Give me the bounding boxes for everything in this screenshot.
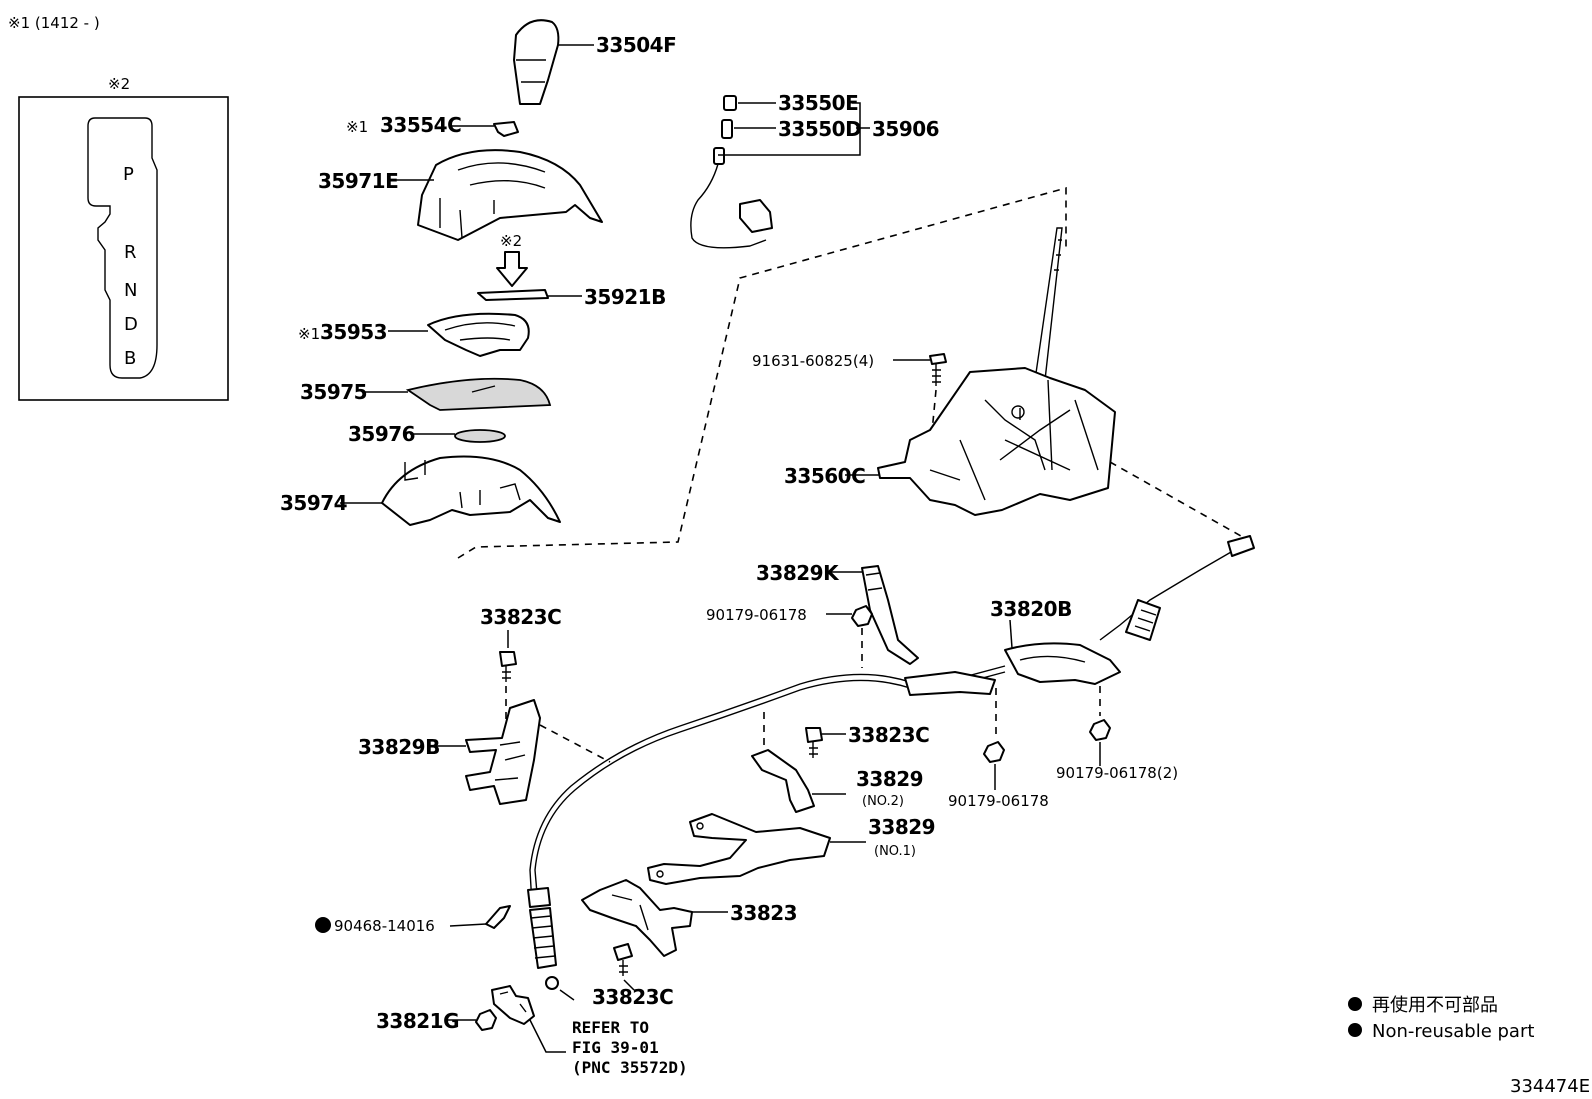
clip-90468-14016: 90468-14016 (315, 905, 511, 935)
refer-note: REFER TO FIG 39-01 (PNC 35572D) (572, 1018, 688, 1077)
arrow-mark: ※2 (500, 232, 522, 250)
label-33829B: 33829B (358, 735, 440, 759)
label-35971E: 35971E (318, 169, 398, 193)
label-33823C-top: 33823C (480, 605, 561, 629)
bolt-91631-60825: 91631-60825(4) (752, 352, 947, 433)
label-33829-no1: 33829 (868, 815, 935, 839)
nut-90179-right: 90179-06178(2) (1056, 686, 1178, 782)
gate-letter-n: N (124, 280, 137, 301)
nut-90179-mid: 90179-06178 (948, 688, 1049, 810)
bracket-33823: 33823 (581, 879, 798, 957)
label-33554C-mark: ※1 (346, 118, 368, 136)
label-33829-no2-sub: (NO.2) (862, 794, 904, 809)
label-33504F: 33504F (596, 33, 676, 57)
shift-gate-outline (87, 117, 158, 379)
gate-letter-d: D (124, 314, 138, 335)
label-35953: 35953 (320, 320, 387, 344)
legend-dot-en (1348, 1023, 1362, 1037)
dashed-link-console-to-shifter (457, 186, 1067, 559)
label-33560C: 33560C (784, 464, 865, 488)
bracket-33829K: 33829K 90179-06178 (706, 561, 919, 668)
console-cover-35971E: 35971E (318, 149, 603, 241)
label-91631-60825: 91631-60825(4) (752, 352, 874, 370)
label-33821G: 33821G (376, 1009, 459, 1033)
label-33820B: 33820B (990, 597, 1072, 621)
label-33550E: 33550E (778, 91, 858, 115)
refer-line1: REFER TO (572, 1018, 649, 1037)
label-33823C-bottom: 33823C (592, 985, 673, 1009)
legend-jp: 再使用不可部品 (1372, 995, 1498, 1016)
header-note: ※1 (1412 - ) (8, 14, 100, 32)
inset-mark: ※2 (108, 75, 130, 93)
seal-35976: 35976 (348, 422, 506, 446)
figure-id: 334474E (1510, 1076, 1590, 1097)
label-33823C-mid: 33823C (848, 723, 929, 747)
label-35921B: 35921B (584, 285, 666, 309)
gate-letter-r: R (124, 242, 137, 263)
clip-33554C: ※1 33554C (346, 113, 519, 137)
bolt-33823C-mid: 33823C (805, 723, 930, 758)
label-90179-right: 90179-06178(2) (1056, 764, 1178, 782)
label-33829-no2: 33829 (856, 767, 923, 791)
label-33554C: 33554C (380, 113, 461, 137)
label-35953-mark: ※1 (298, 325, 320, 343)
refer-line2: FIG 39-01 (572, 1038, 659, 1057)
harness-35906: 33550E 33550D 35906 (690, 91, 940, 249)
bracket-33821G: 33821G (376, 985, 575, 1053)
label-35906: 35906 (872, 117, 939, 141)
indicator-plate-35921B: ※2 35921B (477, 232, 666, 309)
shift-gate-inset: ※2 P R N D B (18, 75, 229, 401)
bracket-33829-no2: 33829 (NO.2) (751, 712, 924, 813)
shift-knob-33504F: 33504F (513, 19, 677, 105)
label-35975: 35975 (300, 380, 367, 404)
label-90468-14016: 90468-14016 (334, 917, 435, 935)
non-reusable-dot (315, 917, 331, 933)
label-33550D: 33550D (778, 117, 861, 141)
legend-dot-jp (1348, 997, 1362, 1011)
label-33829K: 33829K (756, 561, 840, 585)
refer-line3: (PNC 35572D) (572, 1058, 688, 1077)
legend: 再使用不可部品 Non-reusable part (1348, 995, 1534, 1042)
bracket-33829-no1: 33829 (NO.1) (647, 813, 936, 885)
gate-letter-p: P (123, 164, 134, 185)
shift-lever-assy-33560C: 33560C (784, 227, 1249, 541)
label-90179-top: 90179-06178 (706, 606, 807, 624)
gate-letter-b: B (124, 348, 136, 369)
legend-en: Non-reusable part (1372, 1021, 1534, 1042)
label-90179-mid: 90179-06178 (948, 792, 1049, 810)
label-35974: 35974 (280, 491, 347, 515)
shift-cable-33820B: 33820B (527, 535, 1255, 990)
label-35976: 35976 (348, 422, 415, 446)
label-33829-no1-sub: (NO.1) (874, 844, 916, 859)
housing-35974: 35974 (280, 455, 561, 526)
label-33823: 33823 (730, 901, 797, 925)
panel-35975: 35975 (300, 377, 552, 411)
bolt-33823C-bottom: 33823C (592, 943, 674, 1009)
bracket-33829B: 33823C 33829B (358, 605, 611, 805)
bezel-35953: ※1 35953 (298, 312, 530, 357)
